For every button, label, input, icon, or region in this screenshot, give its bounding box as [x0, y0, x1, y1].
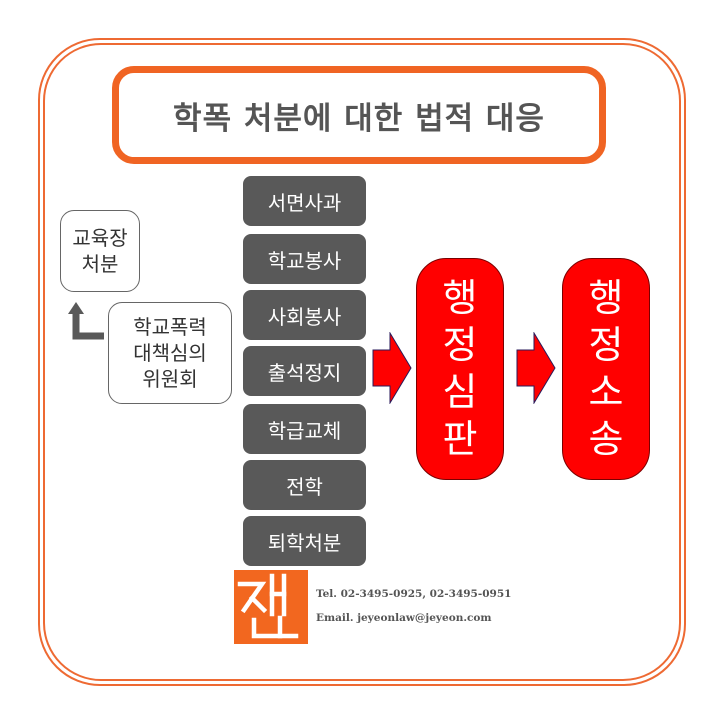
- measure-community-service: 사회봉사: [243, 290, 366, 340]
- measure-class-change: 학급교체: [243, 404, 366, 454]
- outer-frame: [38, 38, 686, 686]
- administrative-appeal-box: 행 정 심 판: [416, 258, 504, 480]
- jeyeon-logo: [234, 570, 308, 644]
- education-office-box: 교육장 처분: [60, 210, 140, 292]
- right-arrow-icon: [372, 332, 412, 404]
- title-box: 학폭 처분에 대한 법적 대응: [112, 66, 606, 164]
- outer-frame-inner: [43, 43, 681, 681]
- up-turn-arrow-icon: [68, 302, 104, 340]
- measure-written-apology: 서면사과: [243, 176, 366, 226]
- contact-tel: Tel. 02-3495-0925, 02-3495-0951: [316, 588, 512, 600]
- contact-email: Email. jeyeonlaw@jeyeon.com: [316, 612, 492, 624]
- administrative-appeal-label: 행 정 심 판: [442, 276, 478, 461]
- page-title: 학폭 처분에 대한 법적 대응: [173, 100, 545, 137]
- jeyeon-logo-mark: [237, 573, 299, 639]
- measure-transfer: 전학: [243, 460, 366, 510]
- administrative-litigation-label: 행 정 소 송: [588, 276, 624, 461]
- administrative-litigation-box: 행 정 소 송: [562, 258, 650, 480]
- committee-box: 학교폭력 대책심의 위원회: [108, 302, 232, 404]
- measure-suspension: 출석정지: [243, 346, 366, 396]
- measure-expulsion: 퇴학처분: [243, 516, 366, 566]
- right-arrow-icon: [516, 332, 556, 404]
- measure-school-service: 학교봉사: [243, 234, 366, 284]
